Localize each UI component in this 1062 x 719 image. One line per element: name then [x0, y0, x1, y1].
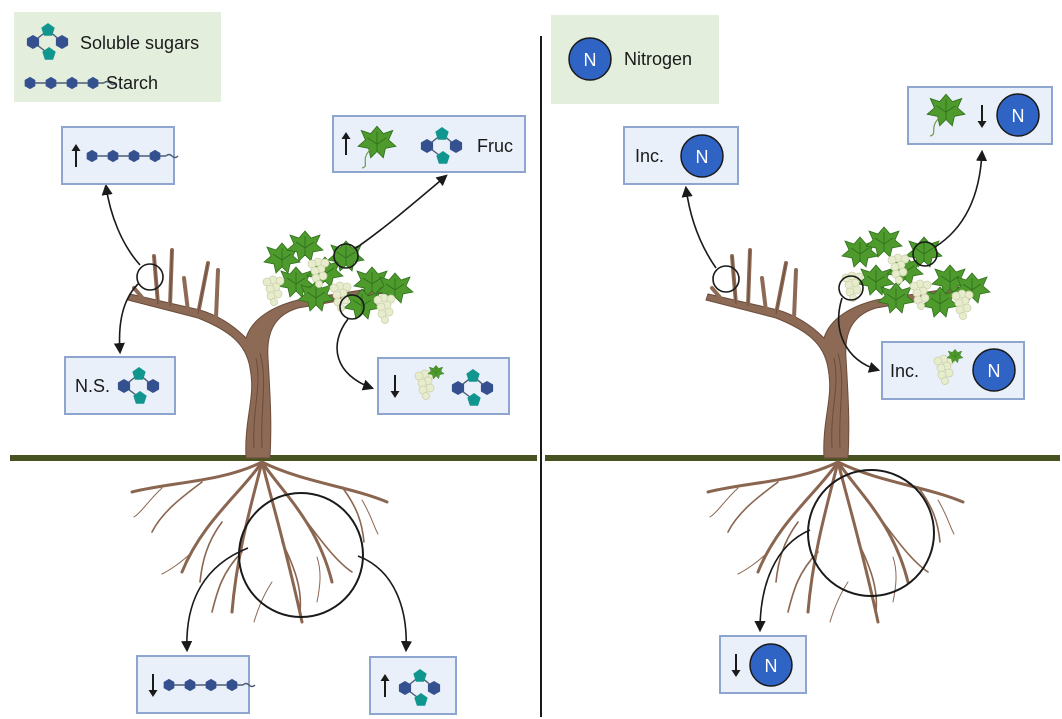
focus-circle-berry [838, 275, 864, 301]
nitrogen-icon [996, 93, 1040, 137]
focus-circle-roots [238, 492, 364, 618]
nitrogen-symbol: N [988, 361, 1001, 381]
leaf-nitrogen-box: N [907, 86, 1053, 145]
increase-label: Inc. [890, 361, 919, 381]
arrow-roots-to-nitrogen-box [754, 529, 811, 633]
berry-sugar-box [377, 357, 510, 415]
nitrogen-icon [972, 348, 1016, 392]
nitrogen-symbol: N [584, 50, 597, 70]
arrow-leaf-to-nitrogen-box [934, 149, 988, 248]
arrow-berry-to-nitrogen-box [838, 297, 881, 373]
nitrogen-label: Nitrogen [624, 49, 692, 69]
vine-left [126, 230, 414, 624]
nitrogen-icon [680, 134, 724, 178]
root-sugar-box [369, 656, 457, 715]
nitrogen-icon [749, 643, 793, 687]
arrow-leaf-to-fruc-box [355, 174, 448, 249]
increase-label: Inc. [635, 146, 664, 166]
ns-label: N.S. [75, 376, 110, 396]
berry-nitrogen-box: Inc. N [881, 341, 1025, 400]
roots-left [130, 460, 389, 624]
arrow-roots-to-sugar-box [357, 555, 413, 653]
vine-right [704, 226, 991, 624]
focus-circle-roots [807, 469, 935, 597]
root-nitrogen-box: N [719, 635, 807, 694]
leaf-fructose-box: Fruc [332, 115, 526, 173]
roots-right [706, 460, 965, 624]
trunk-left [126, 248, 392, 460]
wood-starch-box [61, 126, 178, 185]
nitrogen-icon [568, 37, 612, 81]
focus-circle-berry [339, 294, 365, 320]
focus-circle-wood [136, 263, 164, 291]
focus-circle-wood [712, 265, 740, 293]
arrow-roots-to-starch-box [181, 547, 249, 653]
arrow-wood-to-starch-box [101, 183, 141, 266]
arrow-wood-to-nitrogen-box [681, 185, 717, 269]
arrow-wood-to-ns-box [113, 283, 139, 355]
legend-carbohydrates: Soluble sugars Starch [14, 12, 221, 102]
arrow-berry-to-sugar-box [336, 318, 375, 391]
focus-circle-leaf [333, 243, 359, 269]
starch-label: Starch [106, 73, 158, 93]
nitrogen-symbol: N [1012, 106, 1025, 126]
wood-nitrogen-box: Inc. N [623, 126, 739, 185]
trunk-ns-box: N.S. [64, 356, 176, 415]
legend-nitrogen: N Nitrogen [551, 15, 719, 104]
fruc-label: Fruc [477, 136, 513, 156]
nitrogen-symbol: N [696, 147, 709, 167]
soluble-sugars-label: Soluble sugars [80, 33, 199, 53]
nitrogen-symbol: N [765, 656, 778, 676]
focus-circle-leaf [912, 241, 938, 267]
root-starch-box [136, 655, 255, 714]
